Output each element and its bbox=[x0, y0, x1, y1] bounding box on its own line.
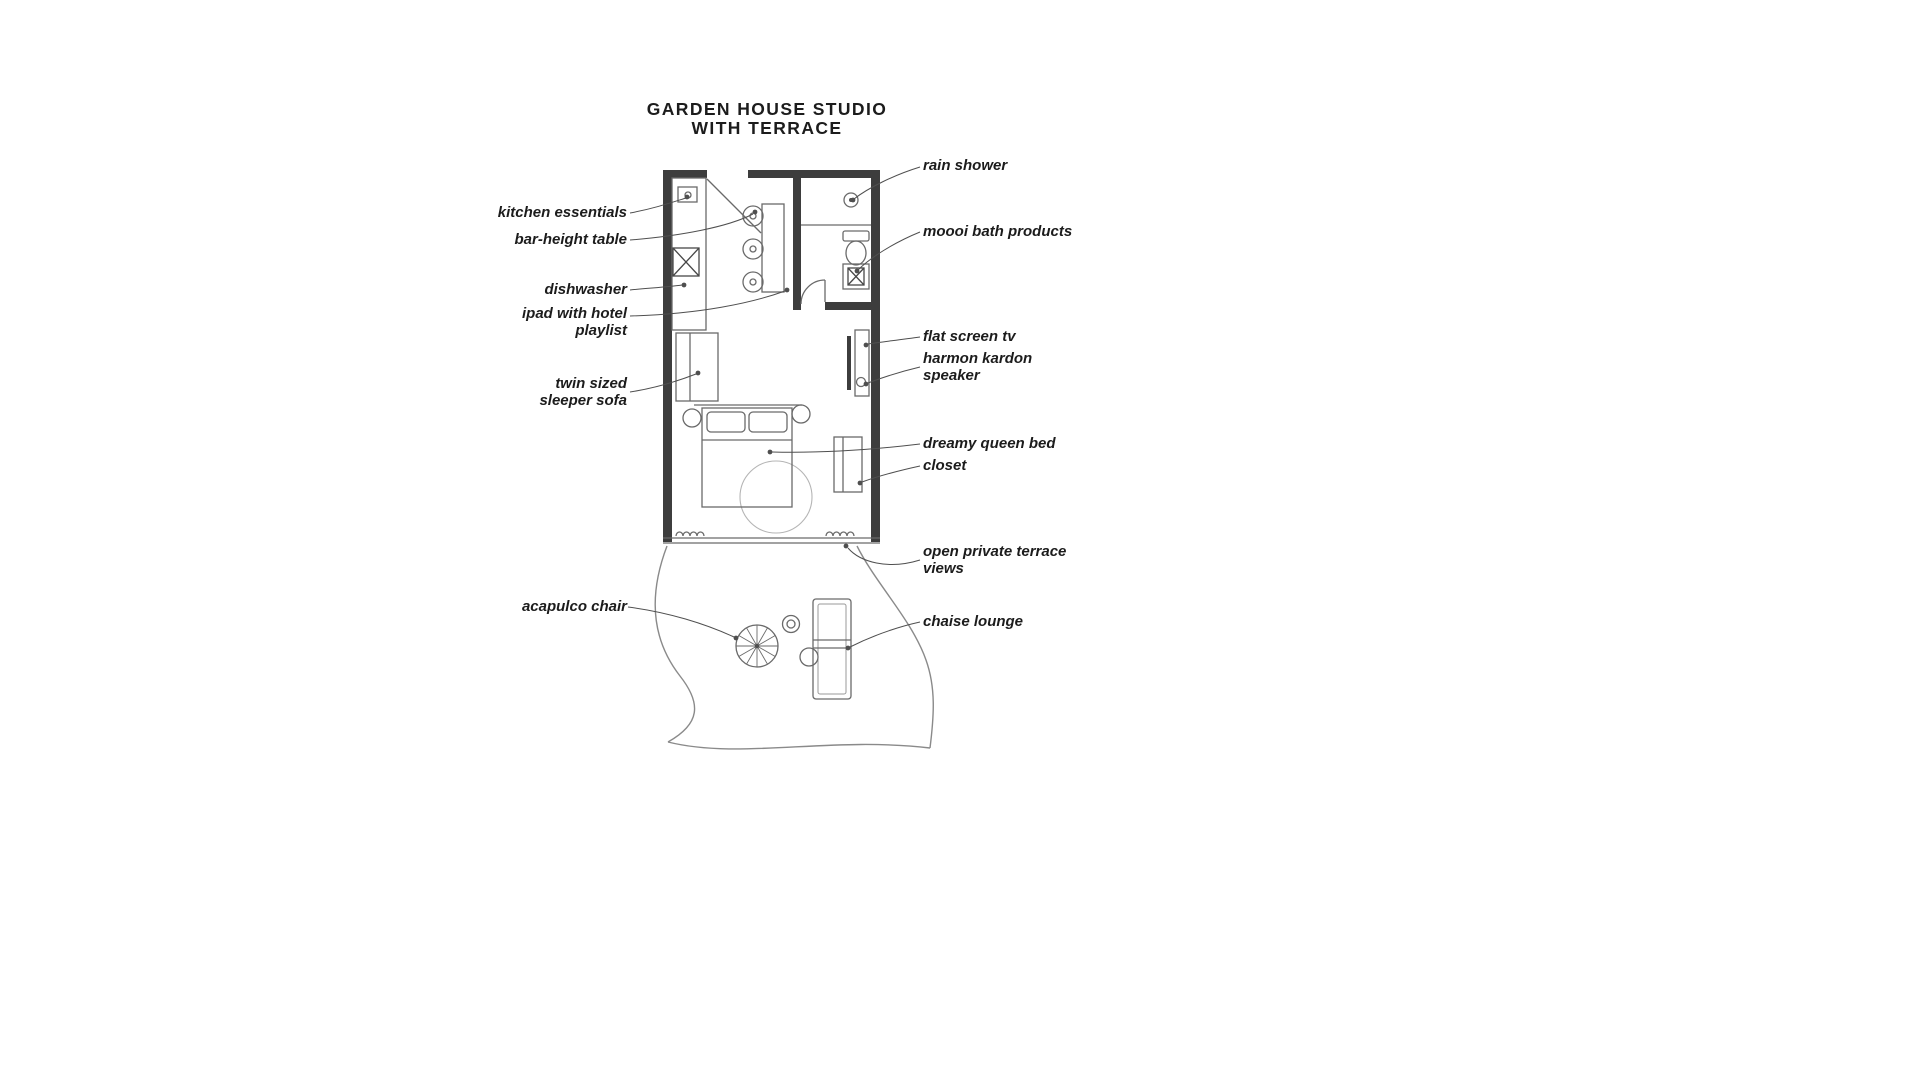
page-title-line1: GARDEN HOUSE STUDIO bbox=[646, 99, 888, 119]
sleeper-sofa bbox=[675, 332, 719, 402]
label-text: closet bbox=[923, 457, 967, 474]
label-text: playlist bbox=[575, 321, 627, 339]
bathroom-door bbox=[800, 279, 826, 305]
label-text: speaker bbox=[923, 366, 980, 384]
label-ipad-with-hotel-playlist: ipad with hotel playlist bbox=[522, 305, 627, 339]
label-acapulco-chair: acapulco chair bbox=[521, 598, 627, 616]
flat-screen-tv bbox=[847, 336, 851, 390]
leader-dots bbox=[681, 194, 869, 651]
label-open-private-terrace-views: open private terrace views bbox=[923, 543, 1067, 577]
bathroom-sink bbox=[842, 263, 870, 290]
dishwasher bbox=[672, 247, 700, 277]
label-moooi-bath-products: moooi bath products bbox=[923, 223, 1073, 241]
label-dreamy-queen-bed: dreamy queen bed bbox=[923, 435, 1056, 453]
label-text: dishwasher bbox=[544, 281, 627, 298]
label-text: bar-height table bbox=[514, 231, 627, 248]
label-harmon-kardon-speaker: harmon kardon speaker bbox=[923, 350, 1033, 384]
page-title: GARDEN HOUSE STUDIO WITH TERRACE bbox=[617, 100, 917, 138]
tv-console bbox=[854, 329, 870, 397]
bar-height-table bbox=[761, 203, 785, 293]
terrace-side-table bbox=[781, 614, 801, 634]
toilet bbox=[842, 230, 870, 266]
label-text: flat screen tv bbox=[923, 328, 1016, 345]
label-text: ipad with hotel bbox=[522, 305, 627, 322]
acapulco-chair bbox=[735, 624, 779, 668]
closet bbox=[833, 436, 863, 493]
label-text: open private terrace bbox=[923, 543, 1067, 560]
label-text: twin sized bbox=[555, 375, 627, 392]
label-text: harmon kardon bbox=[923, 350, 1033, 367]
bar-stools bbox=[742, 205, 764, 293]
label-text: acapulco chair bbox=[521, 598, 627, 615]
label-chaise-lounge: chaise lounge bbox=[923, 613, 1024, 631]
unit-walls bbox=[663, 170, 880, 542]
label-text: sleeper sofa bbox=[539, 391, 627, 409]
label-text: rain shower bbox=[923, 157, 1008, 174]
label-text: chaise lounge bbox=[923, 613, 1024, 630]
label-text: kitchen essentials bbox=[497, 204, 627, 221]
label-text: dreamy queen bed bbox=[923, 435, 1056, 452]
label-rain-shower: rain shower bbox=[923, 157, 1008, 175]
page-title-line2: WITH TERRACE bbox=[691, 118, 843, 138]
label-flat-screen-tv: flat screen tv bbox=[923, 328, 1016, 346]
label-twin-sized-sleeper-sofa: twin sized sleeper sofa bbox=[539, 375, 627, 409]
label-text: views bbox=[923, 559, 964, 577]
queen-bed bbox=[701, 407, 793, 508]
entry-door bbox=[706, 178, 762, 234]
terrace-garden-path bbox=[654, 545, 934, 750]
label-kitchen-essentials: kitchen essentials bbox=[497, 204, 627, 222]
label-closet: closet bbox=[923, 457, 967, 475]
chaise-lounge bbox=[799, 598, 852, 700]
label-dishwasher: dishwasher bbox=[544, 281, 627, 299]
label-text: moooi bath products bbox=[923, 223, 1073, 240]
terrace-doors bbox=[663, 531, 880, 544]
kitchen-counter bbox=[671, 177, 707, 331]
rug bbox=[739, 460, 813, 534]
leader-lines bbox=[627, 166, 921, 648]
label-bar-height-table: bar-height table bbox=[514, 231, 627, 249]
